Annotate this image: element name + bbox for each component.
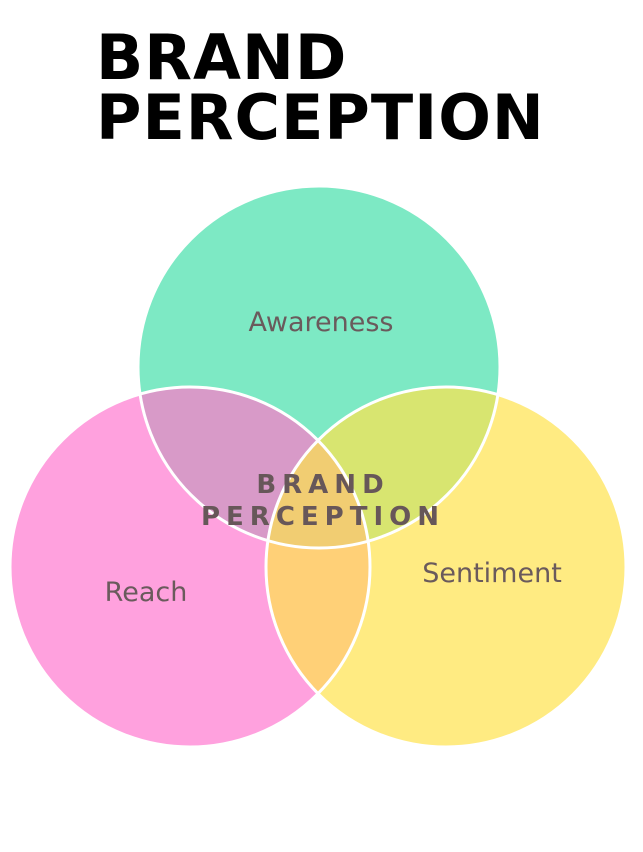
awareness-sentiment-overlap [266, 387, 500, 548]
awareness-label: Awareness [249, 307, 394, 338]
center-label-line-1: BRAND [256, 470, 389, 500]
page-title: BRAND PERCEPTION [96, 21, 545, 154]
title-line-1: BRAND [96, 21, 348, 94]
center-label-line-2: PERCEPTION [201, 502, 445, 532]
awareness-reach-overlap [138, 387, 370, 548]
sentiment-label: Sentiment [422, 558, 562, 589]
circle-outlines [8, 184, 628, 749]
reach-label: Reach [105, 577, 188, 608]
title-line-2: PERCEPTION [96, 81, 545, 154]
